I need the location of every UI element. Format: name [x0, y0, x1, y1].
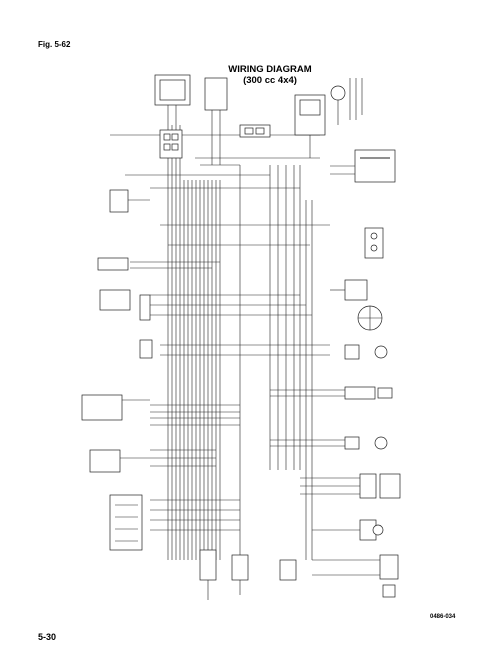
starter-solenoid-block — [364, 227, 384, 259]
handlebar-switch-block — [99, 289, 151, 321]
battery-block — [330, 149, 396, 183]
bottom-connectors — [199, 549, 297, 600]
headlight-switch-block — [139, 339, 153, 359]
tail-light-block — [344, 344, 388, 360]
notes-block — [349, 78, 363, 120]
oil-temp-switch — [344, 436, 388, 450]
diagram-title-line1: WIRING DIAGRAM — [228, 64, 312, 75]
main-harness-bundle — [167, 125, 313, 560]
cdi-module-block — [154, 74, 191, 125]
page-number: 5-30 — [38, 632, 57, 642]
gear-switch-block — [359, 473, 401, 499]
relay-block-top — [200, 77, 240, 166]
front-drive-actuator — [359, 519, 384, 541]
fuse-holder-top — [239, 124, 271, 138]
starter-motor-block — [330, 279, 368, 301]
motor-symbol-top — [330, 85, 346, 125]
diagram-title: WIRING DIAGRAM (300 cc 4x4) — [210, 64, 330, 86]
figure-label: Fig. 5-62 — [38, 40, 71, 49]
diagram-title-line2: (300 cc 4x4) — [243, 75, 297, 86]
magneto-symbol — [357, 305, 383, 331]
fuse-box-block — [109, 494, 143, 551]
headlight-connectors — [81, 394, 150, 421]
drawing-code: 0486-034 — [430, 614, 456, 620]
brake-light-connector — [344, 386, 393, 400]
ignition-switch-block — [109, 189, 150, 213]
branch-wires — [110, 134, 380, 576]
reverse-switch-block — [379, 554, 399, 598]
ignition-coil-block — [159, 129, 183, 159]
voltage-regulator-block — [294, 94, 326, 158]
brake-handle-connector — [97, 257, 129, 271]
indicator-lights-block — [89, 449, 150, 473]
